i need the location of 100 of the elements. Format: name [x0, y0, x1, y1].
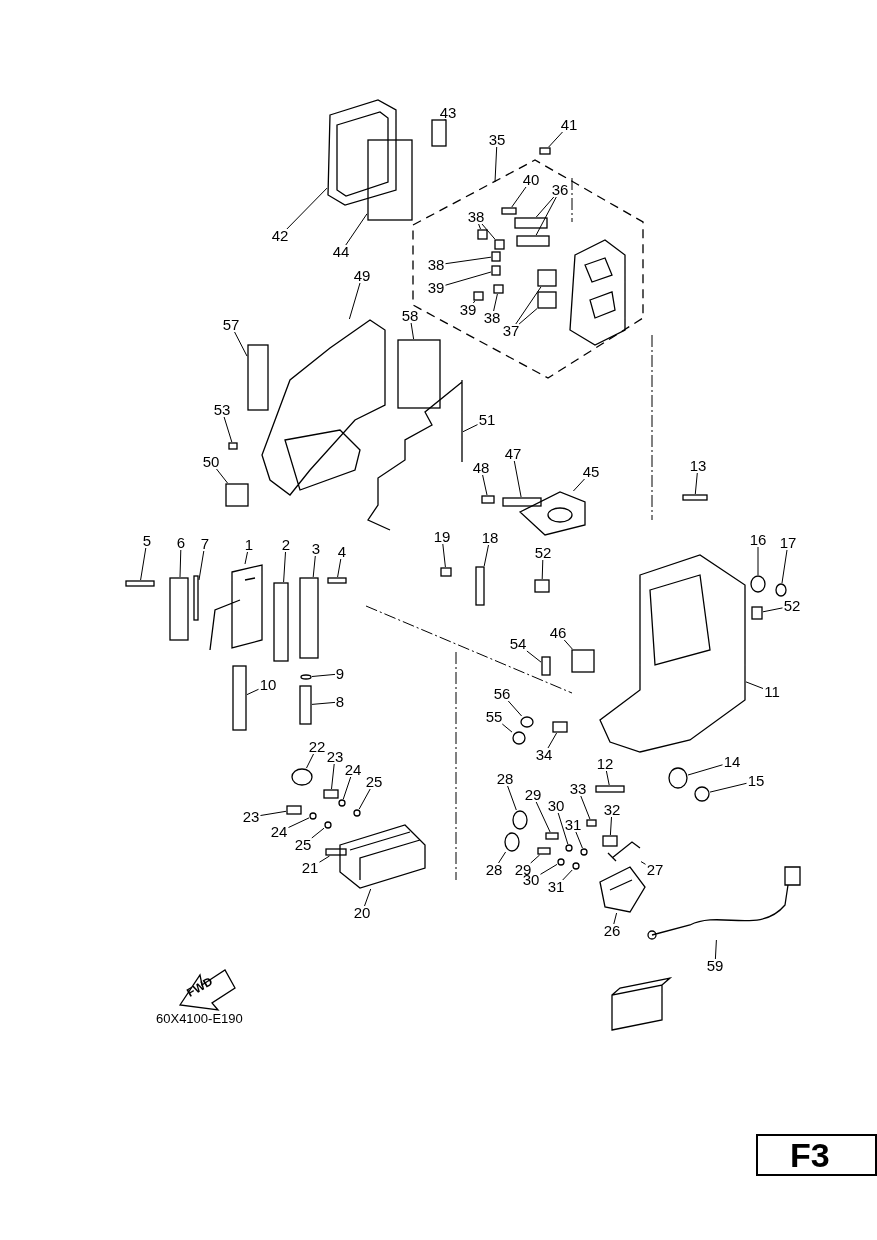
leader-line: [234, 331, 248, 357]
callout-number: 33: [569, 781, 587, 797]
part-drawing: [273, 582, 289, 662]
leader-line: [445, 256, 492, 265]
leader-line: [478, 223, 481, 230]
leader-line: [745, 681, 764, 689]
leader-line: [511, 186, 527, 208]
callout-number: 7: [200, 536, 210, 552]
callout-number: 22: [308, 739, 326, 755]
leader-line: [482, 474, 488, 496]
callout-number: 48: [472, 460, 490, 476]
callout-number: 5: [142, 533, 152, 549]
callout-number: 59: [706, 958, 724, 974]
part-drawing: [491, 251, 501, 262]
part-drawing: [300, 674, 312, 680]
callout-number: 35: [488, 132, 506, 148]
callout-number: 27: [646, 862, 664, 878]
callout-number: 3: [311, 541, 321, 557]
leader-line: [507, 785, 517, 811]
part-drawing: [327, 577, 347, 584]
part-drawing: [327, 99, 397, 206]
part-drawing: [477, 229, 488, 240]
callout-number: 1: [244, 537, 254, 553]
part-drawing: [557, 858, 565, 866]
part-drawing: [599, 554, 746, 753]
callout-number: 31: [547, 879, 565, 895]
callout-number: 17: [779, 535, 797, 551]
part-drawing: [473, 291, 484, 301]
callout-number: 13: [689, 458, 707, 474]
part-drawing: [367, 379, 463, 531]
part-drawing: [291, 768, 313, 786]
callout-number: 46: [549, 625, 567, 641]
leader-line: [498, 851, 507, 864]
leader-line: [613, 912, 618, 925]
leader-line: [535, 801, 551, 833]
part-drawing: [534, 579, 550, 593]
callout-number: 8: [335, 694, 345, 710]
leader-line: [694, 472, 698, 495]
part-drawing: [647, 884, 789, 940]
part-drawing: [539, 147, 551, 155]
part-drawing: [602, 835, 618, 847]
callout-number: 36: [551, 182, 569, 198]
leader-line: [410, 322, 415, 340]
callout-number: 49: [353, 268, 371, 284]
callout-number: 39: [459, 302, 477, 318]
callout-number: 20: [353, 905, 371, 921]
part-drawing: [228, 442, 238, 450]
part-drawing: [512, 810, 528, 830]
callout-number: 53: [213, 402, 231, 418]
callout-number: 55: [485, 709, 503, 725]
leader-line: [244, 551, 248, 565]
part-drawing: [571, 649, 595, 673]
part-drawing: [225, 483, 249, 507]
callout-number: 6: [176, 535, 186, 551]
leader-line: [179, 549, 182, 578]
callout-number: 29: [524, 787, 542, 803]
callout-number: 25: [365, 774, 383, 790]
callout-number: 31: [564, 817, 582, 833]
direction-label: FWD: [184, 974, 215, 1000]
leader-line: [540, 863, 558, 875]
part-drawing: [475, 566, 485, 606]
part-drawing: [324, 821, 332, 829]
callout-number: 11: [764, 684, 780, 700]
leader-line: [140, 547, 147, 581]
callout-number: 38: [467, 209, 485, 225]
callout-number: 18: [481, 530, 499, 546]
part-drawing: [440, 567, 452, 577]
callout-number: 43: [439, 105, 457, 121]
leader-line: [762, 607, 783, 613]
leader-line: [260, 810, 287, 816]
part-drawing: [125, 580, 155, 587]
leader-line: [562, 869, 573, 881]
callout-number: 26: [603, 923, 621, 939]
leader-line: [535, 196, 557, 236]
leader-line: [541, 559, 544, 580]
leader-line: [472, 300, 476, 304]
part-drawing: [682, 494, 708, 501]
leader-line: [311, 673, 336, 677]
part-drawing: [586, 819, 597, 827]
leader-line: [557, 812, 569, 845]
callout-number: 16: [749, 532, 767, 548]
callout-number: 14: [723, 754, 741, 770]
callout-number: 23: [242, 809, 260, 825]
callout-number: 50: [202, 454, 220, 470]
leader-line: [198, 550, 205, 581]
drawing-code: 60X4100-E190: [156, 1011, 243, 1026]
leader-line: [563, 639, 573, 650]
callout-number: 47: [504, 446, 522, 462]
part-drawing: [247, 344, 269, 411]
callout-number: 12: [596, 756, 614, 772]
part-drawing: [323, 789, 339, 799]
leader-line: [494, 146, 498, 183]
callout-number: 19: [433, 529, 451, 545]
callout-number: 24: [270, 824, 288, 840]
leader-line: [535, 196, 555, 218]
leader-line: [515, 286, 542, 325]
part-drawing: [537, 291, 557, 309]
leader-line: [572, 478, 585, 492]
callout-number: 52: [534, 545, 552, 561]
part-drawing: [504, 832, 520, 852]
